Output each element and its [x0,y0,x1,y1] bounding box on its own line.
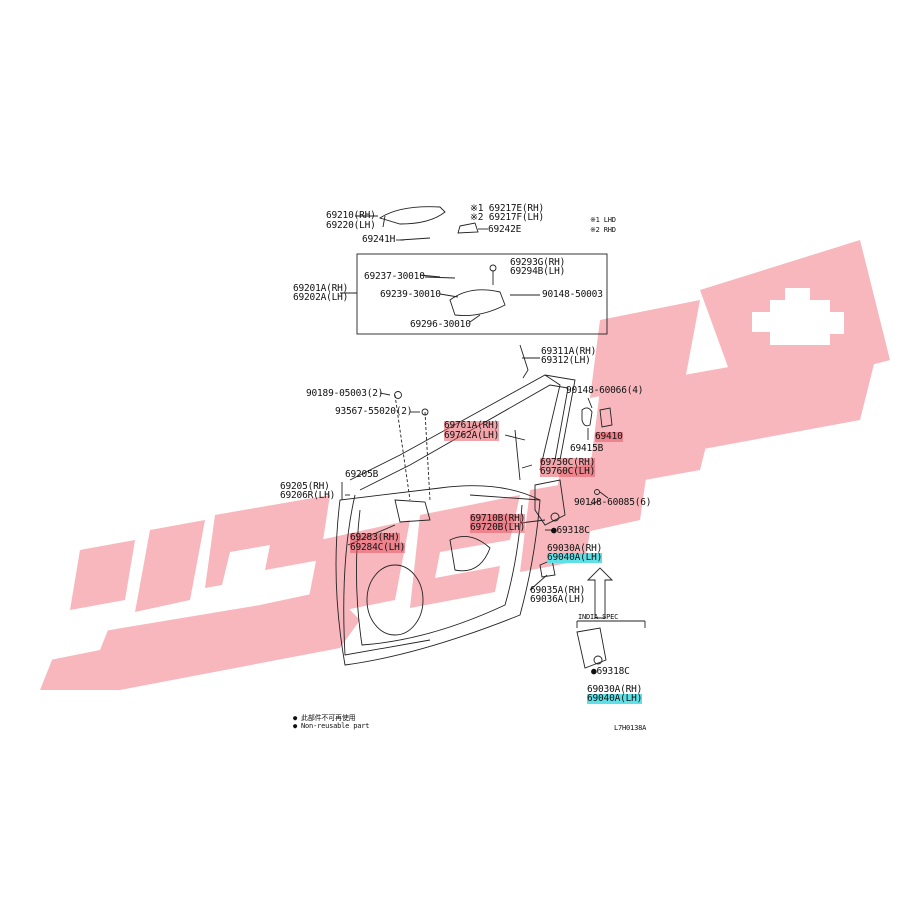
label-69242E: 69242E [488,224,522,235]
label-69293G: 69293G(RH) [510,257,566,268]
label-69296: 69296-30010 [410,319,471,330]
label-69201A: 69201A(RH) [293,283,349,294]
label-69762A: 69762A(LH) [444,430,500,441]
label-69239: 69239-30010 [380,289,441,300]
label-69710B: 69710B(RH) [470,513,526,524]
label-69040A-india: 69040A(LH) [587,693,643,704]
label-69760C: 69760C(LH) [540,466,596,477]
label-69036A: 69036A(LH) [530,594,586,605]
india-spec-label: INDIA SPEC [578,613,619,621]
label-69030A-india: 69030A(RH) [587,684,643,695]
legend-english: ● Non-reusable part [293,722,370,730]
label-69720B: 69720B(LH) [470,522,526,533]
label-69750C: 69750C(RH) [540,457,596,468]
label-90148-60085: 90148-60085(6) [574,497,652,508]
label-93567: 93567-55020(2) [335,406,413,417]
label-69206R: 69206R(LH) [280,490,336,501]
label-69220: 69220(LH) [326,220,376,231]
label-69294B: 69294B(LH) [510,266,566,277]
legend-chinese: ● 此部件不可再使用 [293,714,356,722]
label-69040A: 69040A(LH) [547,552,603,563]
label-90148-60066: 90148-60066(4) [566,385,644,396]
label-69217E: ※1 69217E(RH) [470,203,544,214]
label-69035A: 69035A(RH) [530,585,586,596]
label-69205B: 69205B [345,469,379,480]
label-69202A: 69202A(LH) [293,292,349,303]
label-69210: 69210(RH) [326,210,376,221]
label-90148-50003: 90148-50003 [542,289,603,300]
note-lhd: ※1 LHD [590,216,616,224]
label-69318C: ●69318C [551,525,590,536]
label-69205: 69205(RH) [280,481,330,492]
figure-id: L7H0138A [614,724,647,732]
label-69237: 69237-30010 [364,271,425,282]
label-90189: 90189-05003(2) [306,388,384,399]
label-69030A: 69030A(RH) [547,543,603,554]
note-rhd: ※2 RHD [590,226,616,234]
label-69284C: 69284C(LH) [350,542,406,553]
label-69241H: 69241H [362,234,396,245]
label-69410: 69410 [595,431,623,442]
label-69283: 69283(RH) [350,532,400,543]
label-69217F: ※2 69217F(LH) [470,212,544,223]
label-69415B: 69415B [570,443,604,454]
label-69311A: 69311A(RH) [541,346,597,357]
label-69312: 69312(LH) [541,355,591,366]
label-69318C-india: ●69318C [591,666,630,677]
label-69761A: 69761A(RH) [444,420,500,431]
